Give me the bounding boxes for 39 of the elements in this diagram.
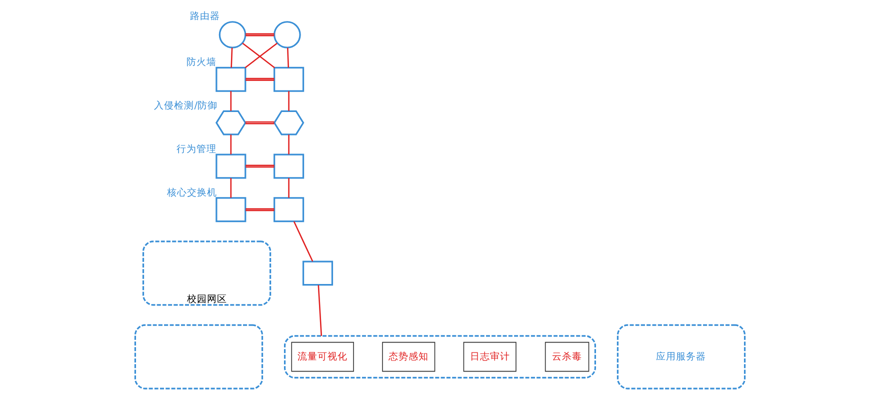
node-label: 行为管理 [176,144,216,155]
connector [288,178,289,198]
cluster [284,335,596,379]
connector [245,33,274,36]
node-box [215,66,246,92]
connector [288,91,289,111]
node-box: 云杀毒 [544,342,589,372]
node-box [302,260,333,286]
connector [245,78,274,81]
connector [292,221,313,262]
node-box: 态势感知 [382,342,435,372]
node-label: 防火墙 [186,56,216,68]
node-box [273,66,304,92]
connector [317,285,322,336]
node-box [215,197,246,222]
node-hexagon [215,110,246,136]
connector [286,48,289,68]
node-box [215,154,246,179]
connector [245,208,274,212]
node-box: 应用服务器 [616,324,746,390]
connector [244,121,274,124]
connector [230,178,232,198]
node-hexagon [272,110,304,136]
node-label: 核心交换机 [166,187,216,198]
connector [230,134,232,154]
connector [230,48,232,68]
node-box [273,154,304,179]
node-box: 日志审计 [462,342,516,372]
node-box: 流量可视化 [290,342,354,372]
connector [230,91,232,111]
node-label: 入侵检测/防御 [154,100,218,112]
node-circle [218,21,246,48]
node-label: 路由器 [189,11,220,22]
node-box [273,197,304,222]
node-box [134,324,263,390]
connector [288,134,289,154]
connector [245,164,274,168]
node-circle [273,21,300,48]
node-box: 校园网区 [142,240,271,306]
